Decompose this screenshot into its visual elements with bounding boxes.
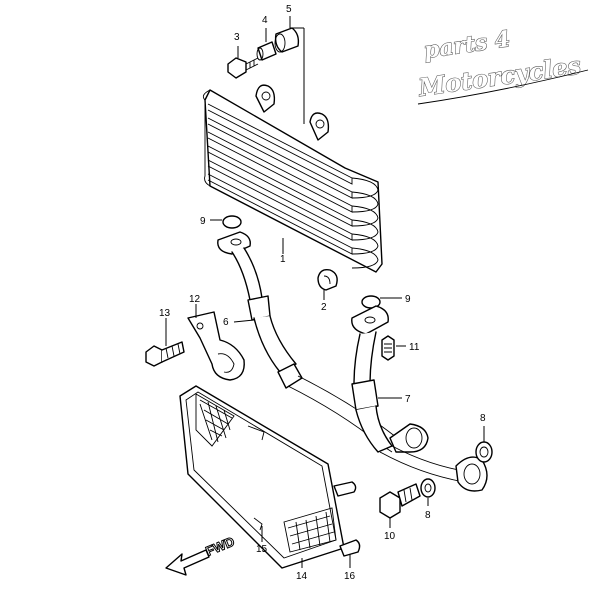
callout-6: 6 (223, 317, 229, 328)
union-bolt-10 (379, 483, 421, 519)
logo-line-1: parts 4 (422, 26, 512, 64)
callout-2: 2 (321, 302, 327, 313)
fwd-label: FWD (204, 534, 237, 559)
logo-swash (417, 69, 589, 105)
washer-8-lower (420, 478, 436, 498)
oil-cooler-radiator (202, 84, 383, 273)
oil-hose-6 (217, 231, 429, 453)
clip-15 (333, 481, 357, 497)
callout-15: 15 (256, 544, 268, 555)
callout-1: 1 (280, 254, 286, 265)
leader-lines (165, 16, 485, 568)
callout-5: 5 (286, 4, 292, 15)
cooler-guard-14 (179, 385, 345, 569)
fwd-arrow: FWD (165, 533, 237, 576)
callout-14: 14 (296, 571, 308, 582)
brand-logo: parts 4 Motorcycles (415, 26, 589, 105)
clip-16 (339, 539, 361, 557)
callout-8-lower: 8 (425, 510, 431, 521)
callout-11: 11 (409, 342, 420, 353)
washer-8-right (475, 441, 493, 463)
callout-10: 10 (384, 531, 396, 542)
bracket-12 (187, 311, 245, 381)
bolt-13 (145, 341, 185, 367)
callout-12: 12 (189, 294, 201, 305)
cushion-5 (274, 27, 300, 53)
o-ring-9-upper (222, 215, 242, 229)
callouts: 1 2 3 4 5 6 7 8 8 9 9 10 11 12 13 14 15 … (159, 4, 486, 582)
callout-13: 13 (159, 308, 171, 319)
callout-3: 3 (234, 32, 240, 43)
oil-hose-7 (351, 305, 488, 492)
bolt-11 (381, 335, 395, 361)
callout-16: 16 (344, 571, 356, 582)
callout-9-upper: 9 (200, 216, 206, 227)
callout-4: 4 (262, 15, 268, 26)
clamp-2 (317, 268, 338, 291)
callout-9-lower: 9 (405, 294, 411, 305)
bolt-3 (227, 57, 259, 79)
callout-8-right: 8 (480, 413, 486, 424)
spacer-4 (256, 41, 277, 61)
callout-7: 7 (405, 394, 411, 405)
